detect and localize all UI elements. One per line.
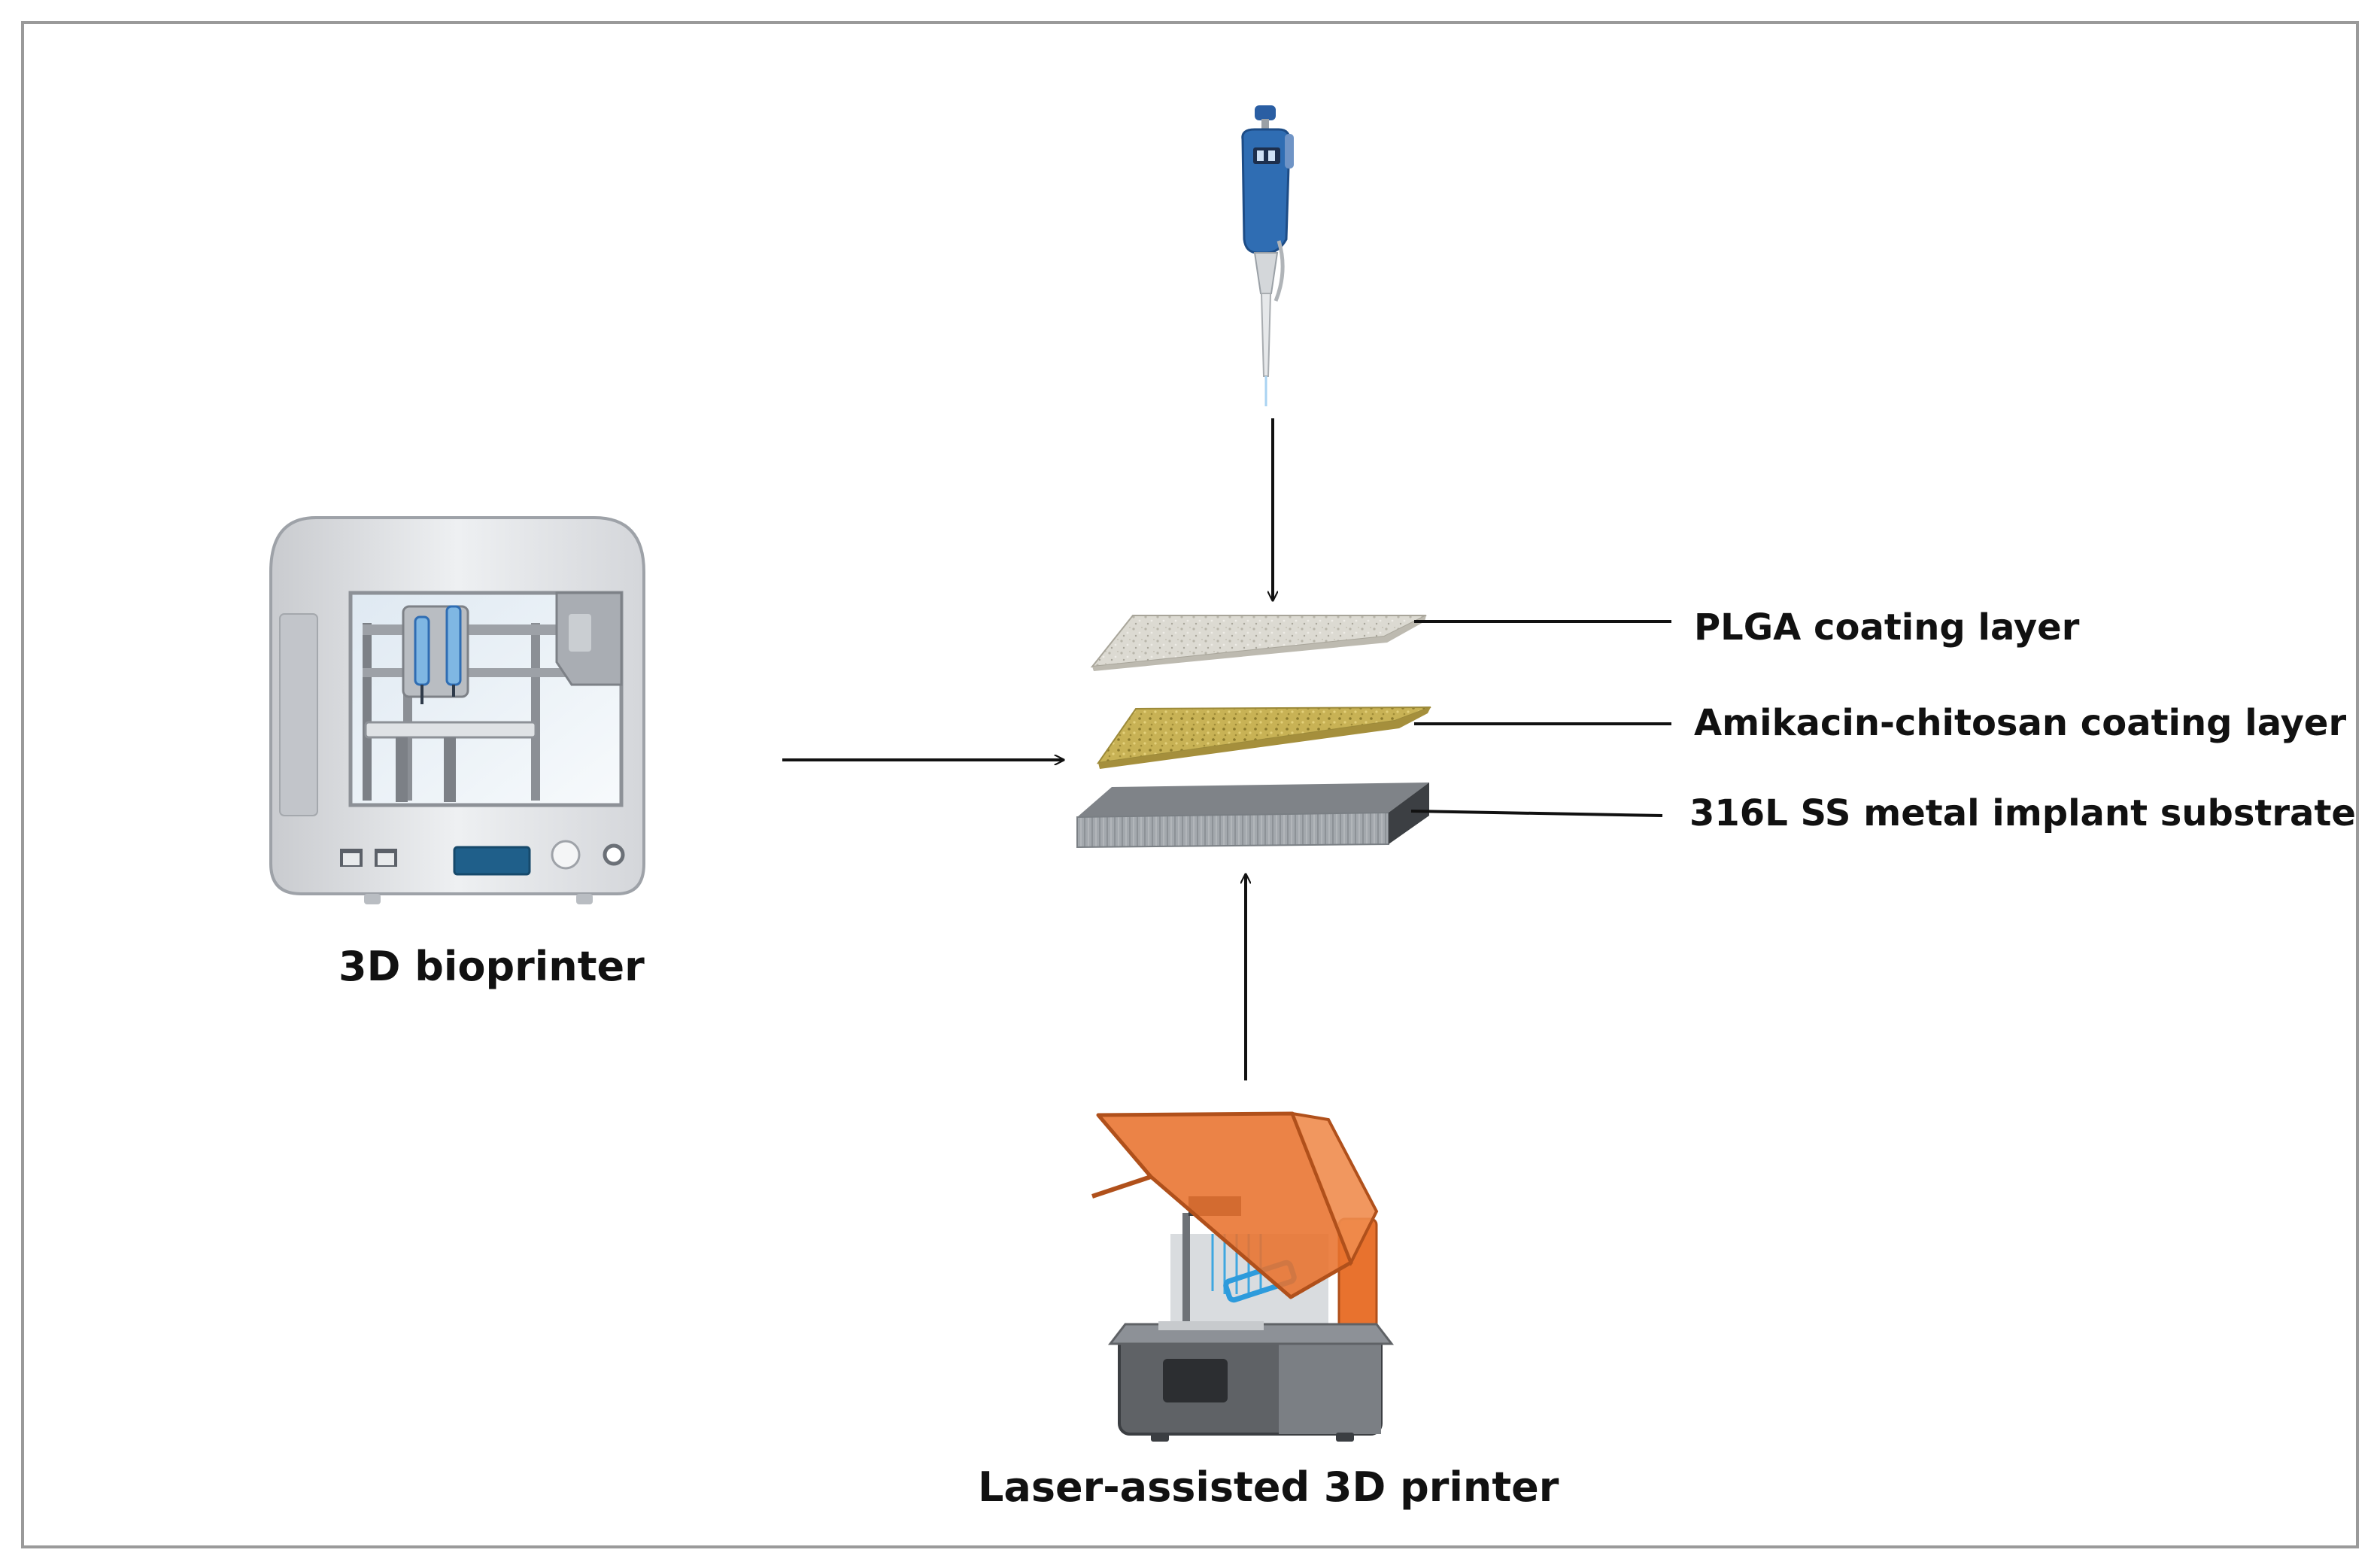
- amikacin-chitosan-layer: [1096, 707, 1431, 769]
- figure-frame: [21, 21, 2359, 1548]
- substrate-leader-line: [1410, 810, 1663, 817]
- plga-layer-label: PLGA coating layer: [1694, 606, 2080, 649]
- pipette-icon: [1241, 105, 1294, 406]
- substrate-layer: [1076, 782, 1429, 849]
- amikacin-layer-label: Amikacin-chitosan coating layer: [1694, 702, 2347, 744]
- substrate-label: 316L SS metal implant substrate: [1689, 792, 2356, 834]
- laser-printer-icon: [1091, 1111, 1395, 1442]
- bioprinter-label: 3D bioprinter: [338, 943, 645, 990]
- layer-stack: [1076, 615, 1431, 849]
- bioprinter-icon: [269, 516, 645, 904]
- laser-printer-label: Laser-assisted 3D printer: [978, 1463, 1559, 1511]
- plga-layer: [1090, 615, 1427, 671]
